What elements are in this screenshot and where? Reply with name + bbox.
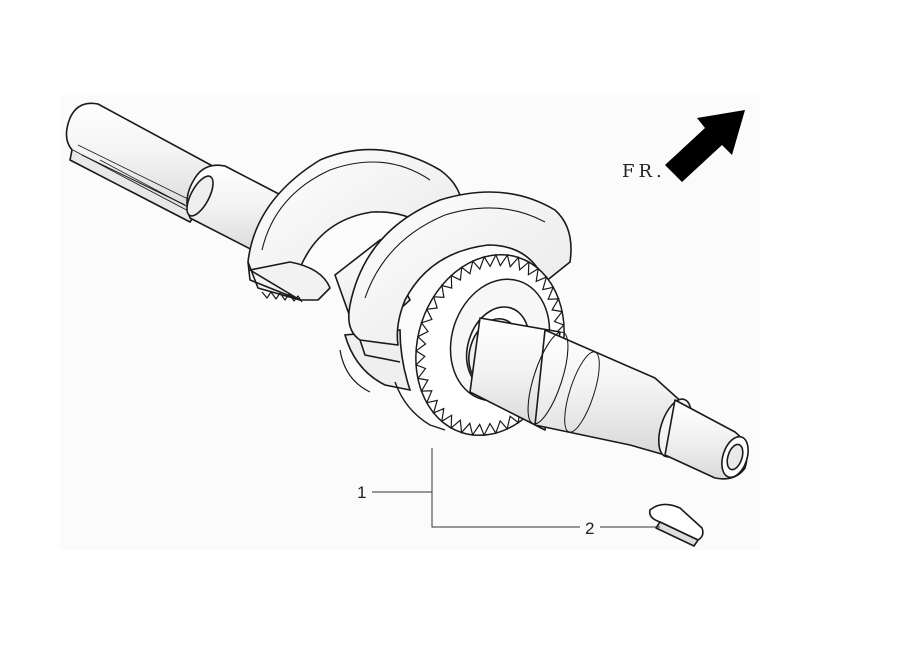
leader-lines bbox=[372, 448, 660, 528]
arrow-up-right-icon bbox=[665, 110, 745, 182]
gear-teeth bbox=[415, 253, 565, 437]
output-shaft bbox=[465, 306, 749, 480]
callout-number-2: 2 bbox=[585, 519, 594, 538]
woodruff-key bbox=[648, 503, 704, 547]
front-direction-label: FR. bbox=[622, 161, 666, 182]
callout-number-1: 1 bbox=[357, 483, 366, 502]
leader-line-bracket bbox=[431, 448, 580, 528]
crank-web-rear bbox=[247, 148, 464, 303]
